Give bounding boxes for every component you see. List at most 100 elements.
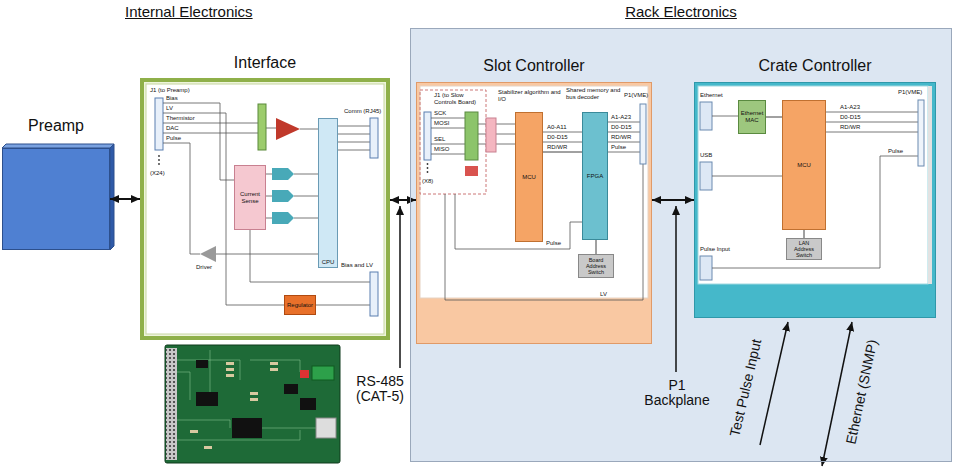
schematic-detail	[822, 322, 852, 466]
signal-label: Bias	[166, 95, 178, 102]
schematic-detail	[712, 116, 738, 117]
schematic-detail	[300, 370, 309, 378]
schematic-detail	[465, 112, 478, 160]
preamp-3d-edge	[2, 144, 114, 250]
signal-label: P1(VME)	[898, 89, 922, 96]
regulator-block: Regulator	[284, 295, 316, 315]
section-heading: Internal Electronics	[125, 4, 253, 21]
schematic-detail	[338, 126, 370, 150]
schematic-detail	[272, 168, 294, 180]
schematic-detail	[700, 102, 712, 130]
signal-label: (X24)	[150, 170, 165, 177]
cpu-block: CPU	[318, 118, 338, 268]
signal-label: (X8)	[422, 178, 433, 185]
preamp-box: Preamp	[2, 148, 110, 250]
schematic-detail	[226, 374, 234, 377]
schematic-detail	[258, 104, 266, 150]
schematic-detail	[431, 118, 465, 154]
schematic-detail	[465, 166, 478, 176]
schematic-detail	[486, 118, 496, 152]
signal-label: J1 (to Slow Controls Board)	[434, 92, 486, 105]
schematic-detail	[158, 159, 160, 161]
schematic-detail	[196, 392, 218, 406]
signal-label: LV	[600, 291, 607, 298]
signal-label: RD/WR	[840, 124, 860, 131]
bus-wire	[766, 117, 782, 118]
signal-label: RD/WR	[547, 144, 567, 151]
signal-label: Comm (RJ45)	[344, 108, 381, 115]
cable-link	[110, 198, 140, 200]
signal-label: Pulse	[888, 148, 903, 155]
signal-label: SCK	[434, 110, 446, 117]
signal-label: Pulse	[166, 135, 181, 142]
schematic-detail	[226, 362, 234, 365]
signal-label: MOSI	[434, 120, 449, 127]
schematic-detail	[165, 345, 340, 463]
board-heading: Rack Electronics	[351, 4, 954, 21]
schematic-detail	[204, 446, 212, 449]
schematic-detail	[163, 133, 258, 134]
schematic-detail	[140, 78, 390, 340]
schematic-detail	[250, 392, 258, 395]
schematic-detail	[163, 143, 200, 254]
schematic-detail	[216, 254, 318, 255]
schematic-detail	[177, 350, 316, 440]
schematic-detail	[826, 112, 918, 132]
note: Shared memory and bus decoder	[566, 87, 622, 100]
schematic-detail	[300, 129, 318, 130]
schematic-detail	[420, 90, 486, 194]
signal-label: P1(VME)	[624, 92, 648, 99]
input-label: Test Pulse Input	[727, 338, 764, 439]
block-label: Board Address Switch	[580, 257, 612, 275]
block-label: Regulator	[287, 302, 313, 309]
board-heading: Crate Controller	[635, 57, 954, 75]
board-heading: Interface	[84, 54, 446, 72]
block-label: Ethernet MAC	[740, 110, 764, 123]
schematic-detail	[110, 144, 114, 250]
schematic-detail	[427, 171, 429, 173]
signal-label: Pulse	[546, 240, 561, 247]
schematic-detail	[155, 98, 163, 150]
schematic-detail	[300, 398, 316, 410]
signal-label: A1-A23	[611, 114, 631, 121]
schematic-detail	[427, 163, 429, 165]
schematic-detail	[608, 122, 640, 152]
schematic-detail	[232, 418, 262, 438]
schematic-detail	[424, 112, 431, 160]
mcu-block: MCU	[782, 100, 826, 230]
board-heading: Slot Controller	[357, 57, 711, 75]
block-label: LAN Address Switch	[788, 240, 820, 258]
link-label: RS-485 (CAT-5)	[350, 374, 410, 405]
schematic-detail	[420, 86, 648, 298]
schematic-detail	[640, 104, 646, 164]
signal-label: LV	[166, 105, 173, 112]
schematic-detail	[698, 86, 928, 284]
note: Stabilizer algorithm and I/O	[498, 89, 564, 102]
schematic-detail	[918, 100, 924, 166]
schematic-detail	[200, 246, 216, 262]
leader-arrows	[400, 206, 852, 466]
schematic-detail	[543, 132, 582, 142]
current-sense-block: Current Sense	[234, 165, 266, 230]
schematic-detail	[190, 430, 198, 433]
signal-label: USB	[700, 152, 712, 159]
signal-label: A1-A23	[840, 104, 860, 111]
schematic-detail	[270, 368, 278, 371]
bus-wire	[596, 240, 597, 254]
schematic-detail	[445, 164, 643, 300]
signal-label: A0-A11	[547, 124, 567, 131]
network-label: Ethernet (SNMP)	[843, 338, 880, 445]
schematic-detail	[163, 103, 234, 180]
schematic-detail	[270, 362, 278, 365]
signal-label: Ethernet	[700, 92, 723, 99]
signal-label: SEL	[434, 136, 445, 143]
schematic-detail	[272, 212, 294, 224]
schematic-detail	[272, 190, 294, 202]
signal-label: D0-D15	[840, 114, 861, 121]
cable-link	[390, 199, 416, 201]
schematic-detail	[266, 128, 276, 129]
schematic-detail	[284, 384, 298, 394]
address-switch: Board Address Switch	[578, 254, 614, 278]
schematic-detail	[158, 163, 160, 165]
